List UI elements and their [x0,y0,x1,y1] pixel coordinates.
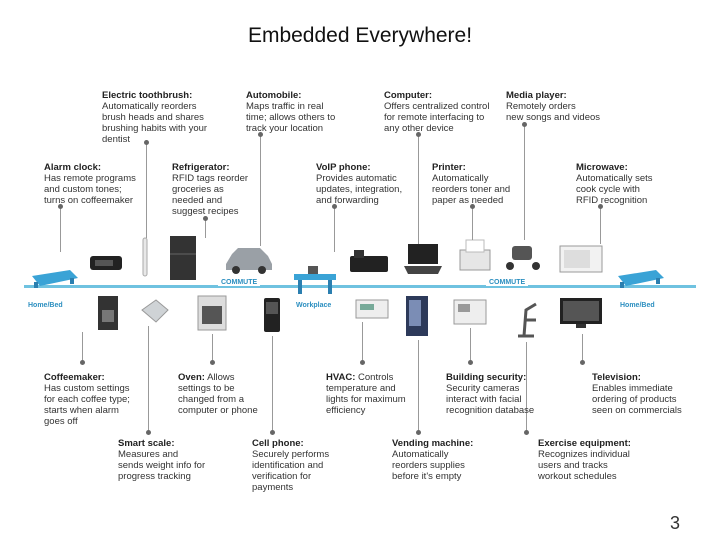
television-icon [560,298,602,328]
dot-media-player [522,122,527,127]
callout-exercise-equipment: Exercise equipment: Recognizes individua… [538,438,631,482]
hvac-thermostat-icon [355,299,389,319]
workplace-label: Workplace [296,302,332,309]
dot-exercise [524,430,529,435]
leader-microwave [600,206,601,244]
leader-exercise [526,342,527,432]
media-player-icon [506,246,540,270]
coffeemaker-icon [98,296,118,330]
commute-label-2: COMMUTE [486,279,529,286]
dot-vending [416,430,421,435]
slide-title: Embedded Everywhere! [247,24,473,47]
dot-refrigerator [203,216,208,221]
leader-cell-phone [272,336,273,432]
dot-computer [416,132,421,137]
leader-automobile [260,134,261,246]
dot-hvac [360,360,365,365]
toothbrush-icon [142,237,148,277]
leader-computer [418,134,419,244]
bed-right-icon [618,270,664,288]
exercise-bike-icon [518,302,537,338]
leader-media-player [524,124,525,240]
workplace-desk-icon [294,266,336,294]
voip-phone-icon [350,250,388,272]
leader-alarm-clock [60,206,61,252]
leader-television [582,334,583,362]
leader-voip [334,206,335,252]
cell-phone-icon [264,298,280,332]
timeline-line [24,285,696,288]
car-icon [226,248,272,274]
commute-label-1: COMMUTE [218,279,261,286]
leader-refrigerator [205,218,206,238]
oven-icon [197,295,227,331]
leader-vending [418,340,419,432]
dot-television [580,360,585,365]
dot-coffeemaker [80,360,85,365]
dot-smart-scale [146,430,151,435]
home-bed-label-left: Home/Bed [28,302,63,309]
dot-oven [210,360,215,365]
laptop-icon [404,244,442,274]
dot-cell-phone [270,430,275,435]
leader-oven [212,334,213,362]
dot-toothbrush [144,140,149,145]
leader-printer [472,206,473,240]
home-bed-label-right: Home/Bed [620,302,655,309]
dot-voip [332,204,337,209]
leader-toothbrush [146,142,147,238]
vending-machine-icon [406,296,428,336]
leader-coffeemaker [82,332,83,362]
page-number: 3 [669,513,680,533]
leader-smart-scale [148,326,149,432]
leader-hvac [362,322,363,362]
refrigerator-icon [170,236,196,280]
security-panel-icon [453,299,487,325]
dot-microwave [598,204,603,209]
leader-security [470,328,471,362]
printer-icon [459,239,491,271]
bed-left-icon [32,270,78,288]
alarm-clock-icon [90,256,122,270]
dot-security [468,360,473,365]
microwave-icon [559,245,603,273]
dot-printer [470,204,475,209]
dot-automobile [258,132,263,137]
dot-alarm-clock [58,204,63,209]
callout-electric-toothbrush: Electric toothbrush: Automatically reord… [102,90,208,145]
smart-scale-icon [141,299,169,323]
